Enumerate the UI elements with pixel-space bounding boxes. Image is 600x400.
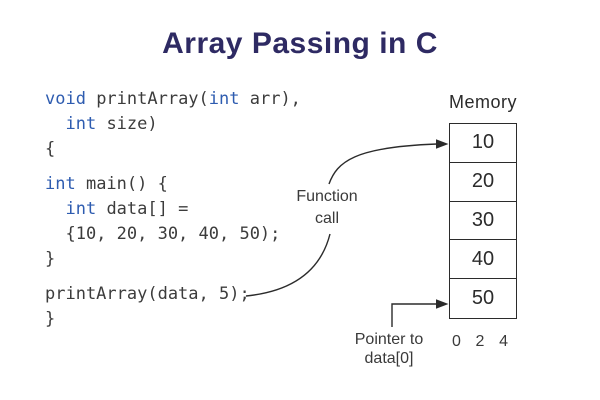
function-call-label-line2: call — [314, 210, 339, 227]
index-label: 2 — [475, 333, 485, 350]
code-line: printArray(data, 5); — [45, 282, 301, 307]
code-line: } — [45, 247, 301, 272]
arrowhead-to-cell-10 — [436, 139, 449, 149]
page-title: Array Passing in C — [162, 27, 438, 60]
pointer-elbow-arrow — [391, 303, 436, 327]
pointer-label-line2: data[0] — [364, 350, 414, 367]
code-token: printArray( — [85, 89, 209, 109]
code-block: void printArray(int arr), int size){int … — [45, 87, 301, 332]
code-token: { — [45, 139, 56, 159]
memory-cell: 30 — [450, 202, 516, 241]
memory-cell: 40 — [450, 240, 516, 280]
function-call-label-line1: Function — [296, 188, 358, 205]
memory-cell: 10 — [450, 124, 516, 163]
code-line: int data[] = — [45, 197, 301, 222]
code-token: data[] = — [96, 199, 189, 219]
function-call-arrow-upper-curve — [328, 143, 438, 185]
code-line: } — [45, 307, 301, 332]
code-token: arr), — [239, 89, 301, 109]
index-label: 4 — [499, 333, 508, 350]
code-token: main() { — [75, 174, 168, 194]
code-chunk: int main() { int data[] = {10, 20, 30, 4… — [45, 172, 301, 272]
memory-cell: 50 — [471, 287, 495, 310]
code-token — [45, 199, 65, 219]
code-token: {10, 20, 30, 40, 50); — [45, 224, 281, 244]
index-label: 0 — [452, 333, 461, 350]
code-line: {10, 20, 30, 40, 50); — [45, 222, 301, 247]
function-call-label: Function call — [267, 186, 387, 230]
pointer-label-line1: Pointer to — [354, 331, 424, 348]
code-keyword: int — [65, 199, 97, 219]
code-token: size) — [96, 114, 158, 134]
code-line: { — [45, 137, 301, 162]
memory-label: Memory — [448, 92, 517, 112]
code-line: int size) — [45, 112, 301, 137]
code-token: printArray(data, 5); — [45, 284, 250, 304]
code-line: void printArray(int arr), — [45, 87, 301, 112]
code-token: } — [45, 309, 56, 329]
code-token — [45, 114, 65, 134]
code-token: } — [45, 249, 56, 269]
code-keyword: void — [45, 89, 86, 109]
code-chunk: void printArray(int arr), int size){ — [45, 87, 301, 162]
code-keyword: int — [208, 89, 240, 109]
code-line: int main() { — [45, 172, 301, 197]
arrowhead-to-cell-50 — [436, 299, 449, 309]
memory-cell: 20 — [450, 163, 516, 202]
code-keyword: int — [65, 114, 97, 134]
pointer-label: Pointer to data[0] — [329, 330, 449, 368]
code-keyword: int — [45, 174, 76, 194]
code-chunk: printArray(data, 5);} — [45, 282, 301, 332]
